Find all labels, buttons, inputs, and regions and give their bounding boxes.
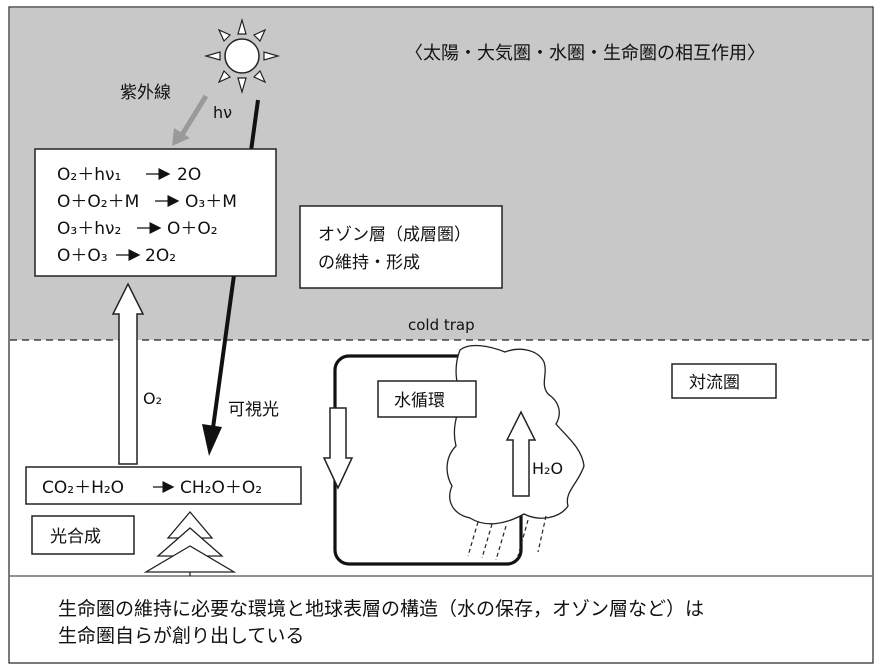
o2-up-arrow bbox=[111, 282, 145, 465]
photosynthesis-equation-box bbox=[25, 466, 302, 505]
sun-icon bbox=[203, 17, 281, 95]
reaction-2-lhs: O＋O₂＋M bbox=[57, 192, 139, 212]
cold-trap-label: cold trap bbox=[408, 316, 475, 334]
uv-arrow bbox=[177, 94, 209, 140]
water-down-arrow bbox=[322, 407, 354, 490]
reactions-box bbox=[34, 148, 277, 277]
uv-arrow-head bbox=[172, 128, 190, 146]
water-cycle-box bbox=[377, 380, 477, 418]
reaction-1-lhs: O₂＋hν₁ bbox=[57, 165, 121, 185]
caption: 生命圏の維持に必要な環境と地球表層の構造（水の保存，オゾン層など）は 生命圏自ら… bbox=[58, 596, 704, 650]
reaction-2-rhs: O₃＋M bbox=[185, 192, 237, 212]
rain-lines bbox=[467, 515, 547, 561]
o2-label: O₂ bbox=[143, 389, 162, 408]
visible-light-label: 可視光 bbox=[228, 400, 279, 420]
reaction-4-rhs: 2O₂ bbox=[145, 246, 176, 266]
hv-label: hν bbox=[213, 103, 232, 122]
photosynthesis-eq-rhs: CH₂O＋O₂ bbox=[180, 478, 262, 498]
troposphere-box bbox=[671, 363, 777, 399]
reaction-4-lhs: O＋O₃ bbox=[57, 246, 108, 266]
ozone-box bbox=[299, 205, 503, 289]
photosynthesis-eq-lhs: CO₂＋H₂O bbox=[42, 478, 124, 498]
h2o-label: H₂O bbox=[532, 459, 563, 478]
ozone-line-2: の維持・形成 bbox=[318, 253, 420, 273]
caption-line-1: 生命圏の維持に必要な環境と地球表層の構造（水の保存，オゾン層など）は bbox=[58, 598, 705, 620]
water-cycle-label: 水循環 bbox=[394, 391, 445, 411]
reaction-3-rhs: O＋O₂ bbox=[167, 219, 218, 239]
photosynthesis-box bbox=[31, 515, 135, 555]
reaction-1-rhs: 2O bbox=[177, 165, 201, 185]
tree-icon bbox=[143, 510, 237, 576]
ozone-line-1: オゾン層（成層圏） bbox=[318, 225, 471, 245]
troposphere-label: 対流圏 bbox=[689, 373, 740, 393]
reaction-3-lhs: O₃＋hν₂ bbox=[57, 219, 121, 239]
uv-label: 紫外線 bbox=[120, 83, 171, 103]
photosynthesis-label: 光合成 bbox=[50, 527, 101, 547]
diagram-heading: 〈太陽・大気圏・水圏・生命圏の相互作用〉 bbox=[405, 43, 765, 64]
caption-line-2: 生命圏自らが創り出している bbox=[58, 625, 305, 647]
sunlight-arrow-head bbox=[202, 424, 222, 456]
h2o-up-arrow bbox=[505, 410, 537, 497]
